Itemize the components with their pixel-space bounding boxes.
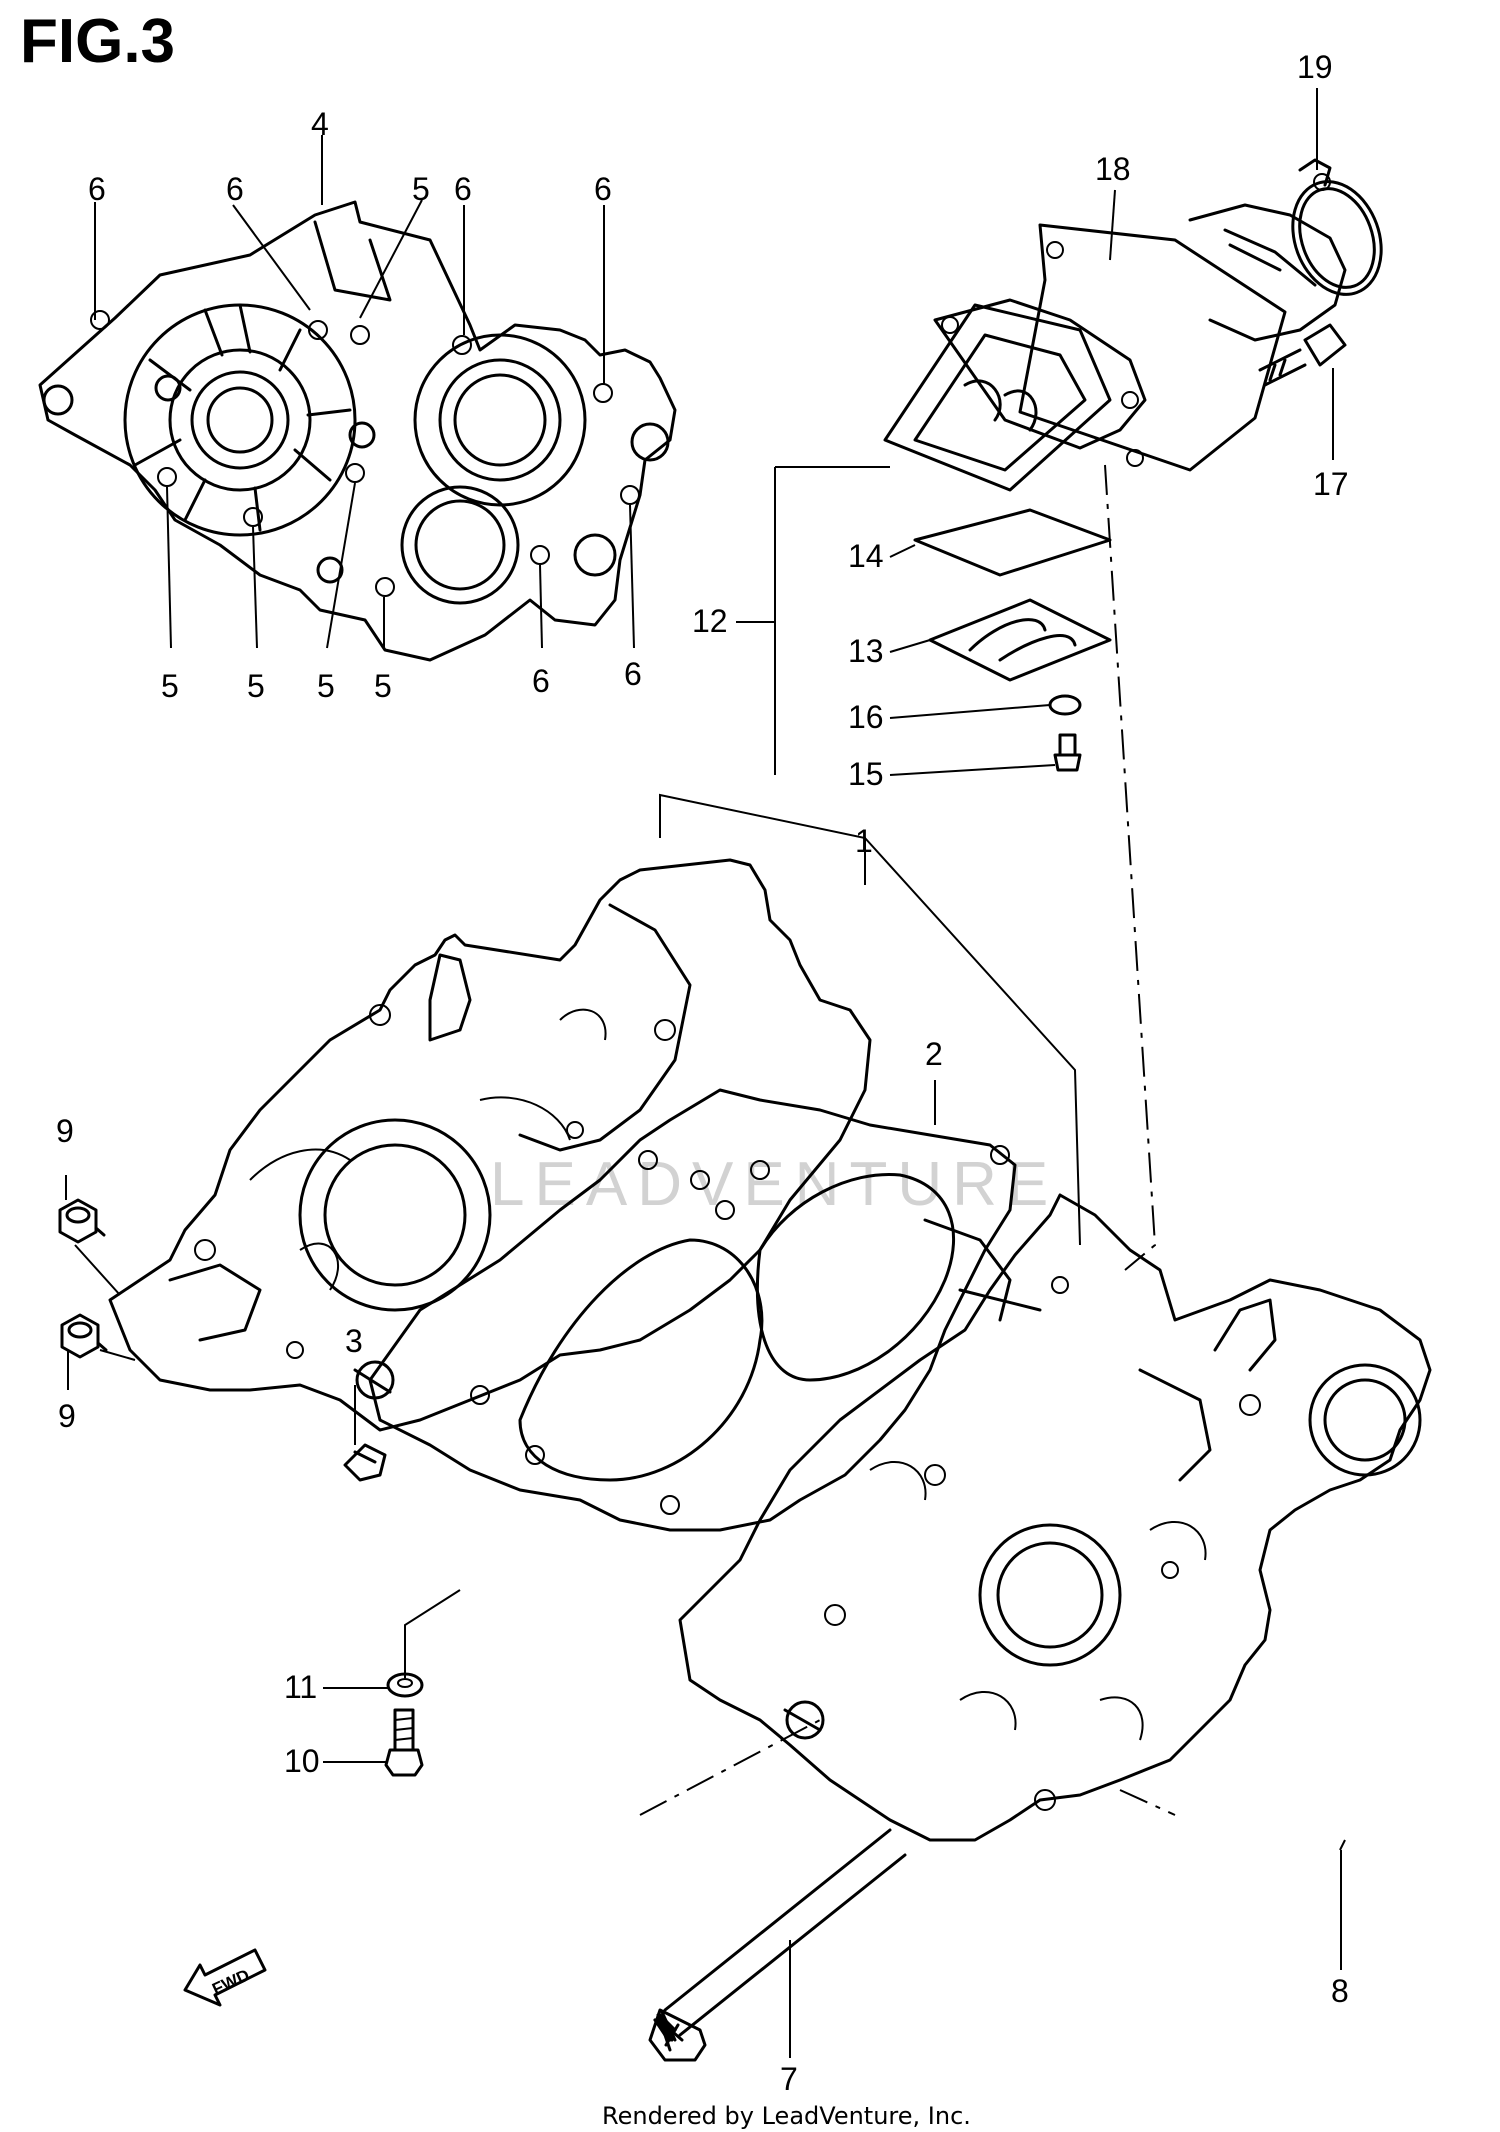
callout-5: 5 bbox=[317, 668, 335, 704]
crankcase-halves bbox=[108, 858, 1432, 1842]
bolt-short bbox=[384, 1708, 424, 1777]
callout-2: 2 bbox=[925, 1036, 943, 1072]
callout-18: 18 bbox=[1095, 151, 1131, 187]
callout-8: 8 bbox=[1331, 1973, 1349, 2009]
watermark: LEADVENTURE bbox=[490, 1150, 1058, 1219]
callout-6: 6 bbox=[226, 171, 244, 207]
fwd-arrow: FWD bbox=[183, 1948, 267, 2007]
callouts: 4 6 6 5 6 6 5 5 5 5 6 6 19 18 17 14 12 1… bbox=[56, 49, 1349, 2097]
callout-5: 5 bbox=[374, 668, 392, 704]
bolt-long-left bbox=[648, 1828, 907, 2062]
callout-10: 10 bbox=[284, 1743, 320, 1779]
callout-4: 4 bbox=[311, 106, 329, 142]
callout-6: 6 bbox=[594, 171, 612, 207]
callout-7: 7 bbox=[780, 2061, 798, 2097]
callout-1: 1 bbox=[855, 823, 873, 859]
callout-11: 11 bbox=[284, 1669, 317, 1705]
nut-lower bbox=[60, 1313, 108, 1359]
callout-13: 13 bbox=[848, 633, 884, 669]
callout-6: 6 bbox=[624, 656, 642, 692]
callout-9: 9 bbox=[56, 1113, 74, 1149]
nut-upper bbox=[58, 1198, 106, 1244]
crankcase-cover bbox=[38, 200, 677, 662]
callout-14: 14 bbox=[848, 538, 884, 574]
callout-5: 5 bbox=[412, 171, 430, 207]
callout-16: 16 bbox=[848, 699, 884, 735]
callout-5: 5 bbox=[247, 668, 265, 704]
figure-title: FIG.3 bbox=[20, 7, 175, 76]
assembly-lines bbox=[639, 464, 1176, 1816]
callout-9: 9 bbox=[58, 1398, 76, 1434]
callout-6: 6 bbox=[454, 171, 472, 207]
callout-17: 17 bbox=[1313, 466, 1349, 502]
leader-lines bbox=[65, 88, 1346, 2058]
callout-12: 12 bbox=[692, 603, 728, 639]
callout-5: 5 bbox=[161, 668, 179, 704]
callout-15: 15 bbox=[848, 756, 884, 792]
callout-19: 19 bbox=[1297, 49, 1333, 85]
callout-3: 3 bbox=[345, 1323, 363, 1359]
footer-credit: Rendered by LeadVenture, Inc. bbox=[602, 2102, 971, 2130]
callout-6: 6 bbox=[532, 663, 550, 699]
callout-6: 6 bbox=[88, 171, 106, 207]
reed-valve-intake bbox=[883, 158, 1383, 772]
